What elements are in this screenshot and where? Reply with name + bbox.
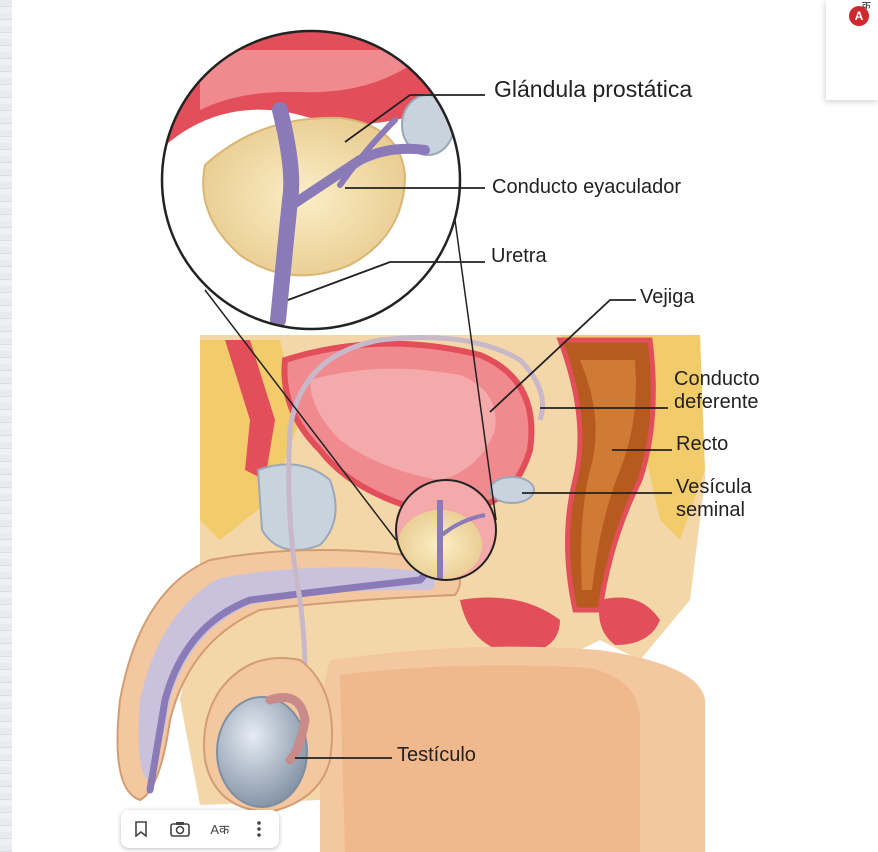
label-vas-deferens-line2: deferente — [674, 391, 759, 413]
translate-extension-badge[interactable]: A — [849, 6, 869, 26]
more-options-button[interactable] — [244, 814, 274, 844]
translate-button[interactable]: Aक — [205, 814, 235, 844]
pubic-bone — [256, 463, 337, 551]
translate-icon: Aक — [210, 822, 230, 837]
label-vas-deferens-line1: Conducto — [674, 368, 760, 390]
label-urethra: Uretra — [491, 245, 547, 267]
camera-icon — [170, 822, 191, 837]
visual-search-button[interactable] — [165, 814, 195, 844]
testicle — [216, 696, 308, 808]
label-seminal-vesicle-line1: Vesícula — [676, 476, 752, 498]
translate-extension-glyph: क — [862, 0, 871, 12]
leader-lines — [287, 94, 672, 759]
label-seminal-vesicle-line2: seminal — [676, 499, 745, 521]
label-testicle: Testículo — [397, 744, 476, 766]
page-edge-strip — [0, 0, 12, 852]
prostate-zoom-view — [160, 29, 462, 331]
label-prostate-gland: Glándula prostática — [494, 76, 693, 102]
label-ejaculatory-duct: Conducto eyaculador — [492, 176, 682, 198]
bookmark-icon — [134, 821, 147, 837]
label-bladder: Vejiga — [640, 286, 695, 308]
vas-deferens — [286, 335, 545, 721]
bookmark-button[interactable] — [126, 814, 156, 844]
epididymis — [265, 693, 310, 765]
seminal-vesicle — [489, 476, 535, 504]
more-vertical-icon — [257, 821, 262, 837]
pelvic-region — [116, 335, 705, 852]
image-action-toolbar: Aक — [121, 810, 279, 848]
abdominal-muscle — [225, 340, 275, 480]
prostate-locator-circle — [395, 479, 497, 581]
zoom-urethra — [270, 102, 300, 328]
label-rectum: Recto — [676, 433, 729, 455]
